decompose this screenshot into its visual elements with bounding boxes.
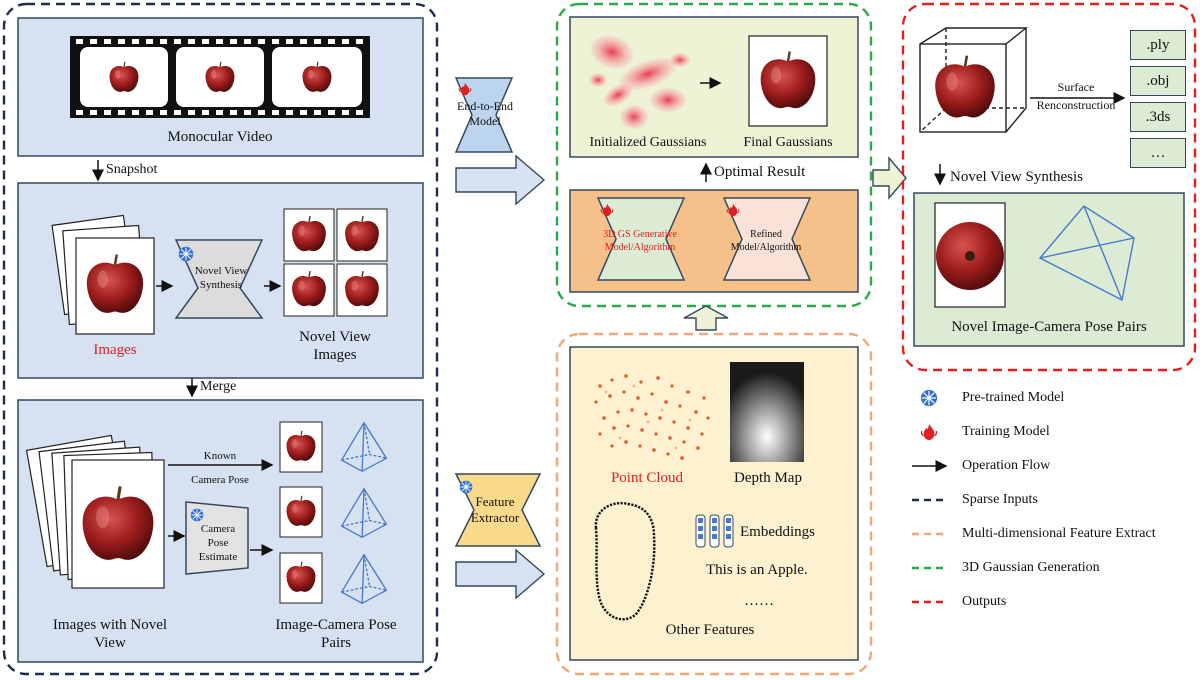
- end-to-end-model-block: [454, 77, 514, 153]
- pose-pair-images: [279, 421, 323, 604]
- initialized-gaussians-blobs: [589, 35, 690, 129]
- apple-text-label: This is an Apple.: [706, 562, 808, 578]
- format-ply: .ply: [1130, 30, 1186, 60]
- novel-view-synthesis-output-label: Novel View Synthesis: [950, 169, 1083, 185]
- novel-view-synthesis-block: [174, 239, 264, 319]
- flow-arrow-up: [683, 305, 729, 331]
- feature-extract-frame: [555, 332, 873, 676]
- flow-arrow-right: [872, 156, 907, 200]
- embedding-vectors-icon: [695, 514, 734, 548]
- flow-arrow-right: [455, 548, 546, 600]
- initialized-gaussians-label: Initialized Gaussians: [589, 135, 707, 150]
- image-stack-large: [25, 434, 165, 589]
- edge-map: [594, 501, 656, 621]
- legend-item-sparse-inputs: Sparse Inputs: [962, 492, 1038, 507]
- format-obj: .obj: [1130, 66, 1186, 96]
- ellipsis-label: ……: [744, 593, 774, 609]
- snapshot-label: Snapshot: [106, 162, 158, 177]
- camera-pyramid-large: [1038, 205, 1135, 302]
- depth-map-label: Depth Map: [734, 470, 802, 486]
- features-panel: [569, 346, 859, 661]
- legend-item-training: Training Model: [962, 424, 1050, 439]
- novel-pairs-label: Novel Image-Camera Pose Pairs: [951, 319, 1147, 335]
- other-features-label: Other Features: [665, 622, 755, 638]
- snowflake-icon: [178, 246, 194, 262]
- outputs-frame: [901, 2, 1197, 372]
- image-stack: [51, 214, 155, 335]
- monocular-video-label: Monocular Video: [167, 129, 273, 145]
- snowflake-icon: [920, 389, 938, 407]
- snowflake-icon: [190, 508, 204, 522]
- flow-arrow-right: [455, 154, 546, 206]
- legend-item-operation-flow: Operation Flow: [962, 458, 1051, 473]
- final-gaussians-label: Final Gaussians: [743, 135, 833, 150]
- flame-icon: [920, 423, 938, 441]
- optimal-result-label: Optimal Result: [714, 164, 806, 180]
- snowflake-icon: [459, 480, 473, 494]
- format-more: …: [1130, 138, 1186, 168]
- depth-map-image: [730, 362, 804, 462]
- feature-extractor-block: [454, 473, 542, 547]
- embeddings-label: Embeddings: [740, 524, 815, 540]
- images-label: Images: [93, 342, 137, 358]
- refined-block: [722, 197, 812, 281]
- sparse-inputs-frame: [2, 2, 439, 676]
- point-cloud: [594, 374, 710, 460]
- legend-item-pretrained: Pre-trained Model: [962, 390, 1065, 405]
- format-3ds: .3ds: [1130, 102, 1186, 132]
- point-cloud-label: Point Cloud: [610, 470, 684, 486]
- gs-generative-block: [596, 197, 686, 281]
- legend-item-feature-extract: Multi-dimensional Feature Extract: [962, 526, 1156, 541]
- merge-label: Merge: [200, 379, 237, 394]
- novel-view-images-grid: [283, 208, 388, 317]
- legend-item-outputs: Outputs: [962, 594, 1007, 609]
- legend-item-gaussian-generation: 3D Gaussian Generation: [962, 560, 1100, 575]
- camera-pose-estimate-block: [185, 501, 249, 575]
- gaussian-generation-frame: [555, 2, 873, 308]
